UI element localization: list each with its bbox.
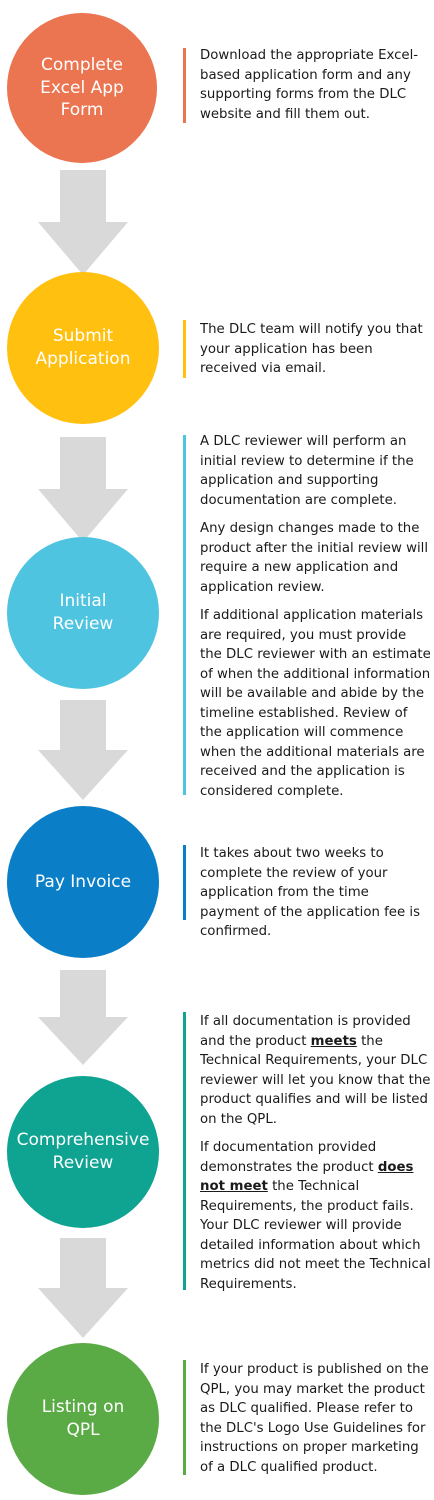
step-circle-listing-on-qpl: Listing on QPL bbox=[7, 1343, 159, 1495]
flow-arrow-1 bbox=[38, 170, 128, 275]
step-divider bbox=[183, 1360, 186, 1475]
flow-arrow-5 bbox=[38, 1238, 128, 1338]
step-divider bbox=[183, 320, 186, 378]
step-circle-comprehensive-review: Comprehensive Review bbox=[7, 1076, 159, 1228]
step-divider bbox=[183, 845, 186, 920]
step-description-initial-review: A DLC reviewer will perform an initial r… bbox=[200, 434, 431, 799]
step-label: Pay Invoice bbox=[34, 871, 132, 892]
step-description-pay-invoice: It takes about two weeks to complete the… bbox=[200, 846, 421, 939]
step-circle-initial-review: Initial Review bbox=[7, 537, 159, 689]
step-description-complete-form: Download the appropriate Excel-based app… bbox=[200, 48, 419, 122]
emphasis-meets: meets bbox=[310, 1033, 357, 1049]
step-label: Submit Application bbox=[35, 326, 131, 369]
step-label: Listing on QPL bbox=[41, 1397, 125, 1440]
step-circle-pay-invoice: Pay Invoice bbox=[7, 806, 159, 958]
step-description-listing-on-qpl: If your product is published on the QPL,… bbox=[200, 1362, 429, 1475]
step-label: Initial Review bbox=[52, 591, 114, 634]
step-circle-complete-form: Complete Excel App Form bbox=[7, 13, 157, 163]
flow-arrow-3 bbox=[38, 700, 128, 800]
step-label: Complete Excel App Form bbox=[40, 54, 124, 121]
step-divider bbox=[183, 435, 186, 795]
flow-arrow-4 bbox=[38, 970, 128, 1065]
step-divider bbox=[183, 48, 186, 123]
step-divider bbox=[183, 1012, 186, 1290]
flow-arrow-2 bbox=[38, 437, 128, 542]
step-circle-submit-application: Submit Application bbox=[7, 272, 159, 424]
step-label: Comprehensive Review bbox=[16, 1130, 150, 1173]
step-description-comprehensive-review: If all documentation is provided and the… bbox=[200, 1014, 431, 1292]
emphasis-does-not-meet: does not meet bbox=[200, 1159, 414, 1195]
step-description-submit-application: The DLC team will notify you that your a… bbox=[200, 322, 423, 376]
